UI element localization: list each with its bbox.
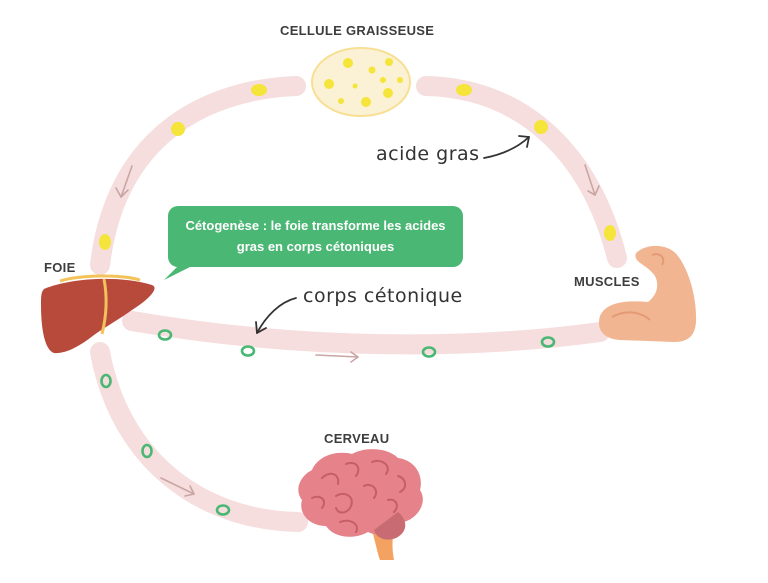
ketogenesis-callout: Cétogenèse : le foie transforme les acid… — [168, 206, 463, 267]
fatty-acid-annotation: acide gras — [376, 143, 480, 165]
brain-icon — [298, 449, 423, 560]
fat-cell-label: CELLULE GRAISSEUSE — [280, 23, 435, 38]
ketone-annotation: corps cétonique — [303, 285, 463, 307]
ketone-particles — [100, 329, 556, 516]
brain-label: CERVEAU — [324, 431, 390, 446]
fat-cell-icon — [311, 47, 411, 117]
callout-text: Cétogenèse : le foie transforme les acid… — [185, 218, 446, 254]
liver-label: FOIE — [44, 260, 76, 275]
muscles-label: MUSCLES — [574, 274, 640, 289]
ketone-dot — [141, 443, 153, 459]
ketone-dot — [157, 329, 173, 341]
fatty-acid-dot — [99, 234, 111, 250]
arrow-right-lower — [160, 477, 195, 497]
fatty-acid-dot — [171, 122, 185, 136]
ketone-dot — [240, 345, 256, 357]
pathway-liver-to-brain — [90, 342, 308, 532]
annotation-arrows — [255, 135, 530, 334]
fatty-acid-dot — [534, 120, 548, 134]
fatty-acid-particles — [99, 84, 616, 250]
fatty-acid-dot — [456, 84, 472, 96]
fatty-acid-dot — [251, 84, 267, 96]
liver-icon — [41, 274, 155, 354]
flow-arrows — [115, 164, 600, 497]
ketone-dot — [215, 504, 231, 516]
ketone-pointer — [255, 297, 297, 334]
fatty-acid-dot — [604, 225, 616, 241]
ketone-dot — [540, 336, 556, 348]
pathway-liver-to-muscles — [122, 311, 610, 355]
muscle-arm-icon — [598, 245, 697, 342]
arrow-down-right — [584, 164, 600, 196]
ketone-dot — [421, 346, 437, 358]
fatty-acid-pointer — [483, 135, 530, 159]
arrow-down-left — [115, 165, 133, 198]
arrow-right — [315, 351, 359, 363]
ketone-dot — [100, 373, 112, 389]
